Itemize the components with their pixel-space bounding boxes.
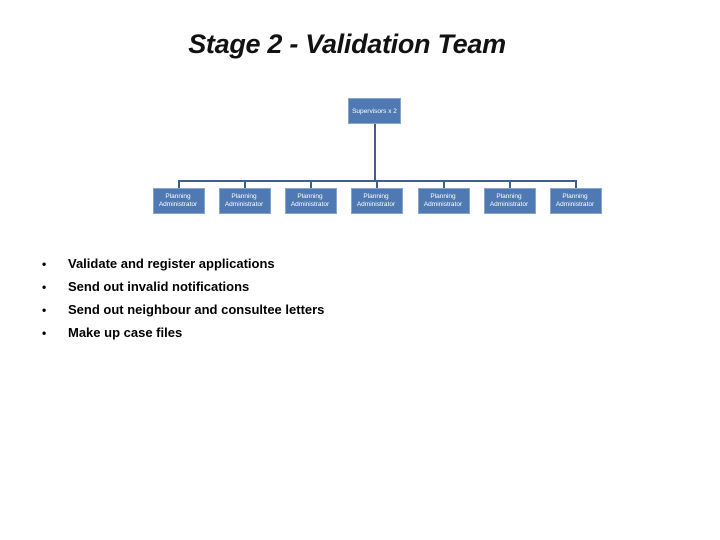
org-chart-child-label: Planning Administrator [158, 193, 198, 208]
org-chart-child-label: Planning Administrator [224, 193, 264, 208]
org-chart-child-label: Planning Administrator [356, 193, 396, 208]
org-chart-root-node: Supervisors x 2 [348, 98, 401, 124]
bullet-item: • Send out invalid notifications [42, 275, 324, 298]
bullet-icon: • [42, 302, 47, 317]
org-chart-root-label: Supervisors x 2 [352, 107, 397, 115]
bullet-text: Send out invalid notifications [68, 279, 250, 294]
org-chart-child-node: Planning Administrator [550, 188, 602, 214]
bullet-item: • Send out neighbour and consultee lette… [42, 298, 324, 321]
org-chart-child-label: Planning Administrator [489, 193, 529, 208]
connector-stub [178, 180, 180, 188]
connector-stub [376, 180, 378, 188]
bullet-icon: • [42, 279, 47, 294]
connector-stub [310, 180, 312, 188]
bullet-icon: • [42, 256, 47, 271]
org-chart-child-node: Planning Administrator [285, 188, 337, 214]
bullet-text: Make up case files [68, 325, 183, 340]
org-chart-child-node: Planning Administrator [418, 188, 470, 214]
bullet-text: Send out neighbour and consultee letters [68, 302, 325, 317]
connector-stub [575, 180, 577, 188]
org-chart-child-label: Planning Administrator [555, 193, 595, 208]
connector-stub [443, 180, 445, 188]
org-chart-child-label: Planning Administrator [423, 193, 463, 208]
org-chart-child-node: Planning Administrator [351, 188, 403, 214]
bullet-item: • Validate and register applications [42, 252, 324, 275]
connector-vertical [374, 124, 376, 180]
connector-stub [244, 180, 246, 188]
bullet-text: Validate and register applications [68, 256, 275, 271]
slide-title: Stage 2 - Validation Team [188, 29, 506, 59]
org-chart-child-node: Planning Administrator [219, 188, 271, 214]
org-chart-child-node: Planning Administrator [153, 188, 205, 214]
bullet-icon: • [42, 325, 47, 340]
org-chart-child-label: Planning Administrator [290, 193, 330, 208]
connector-stub [509, 180, 511, 188]
org-chart-child-node: Planning Administrator [484, 188, 536, 214]
bullet-item: • Make up case files [42, 321, 324, 344]
bullet-list: • Validate and register applications • S… [42, 252, 324, 344]
